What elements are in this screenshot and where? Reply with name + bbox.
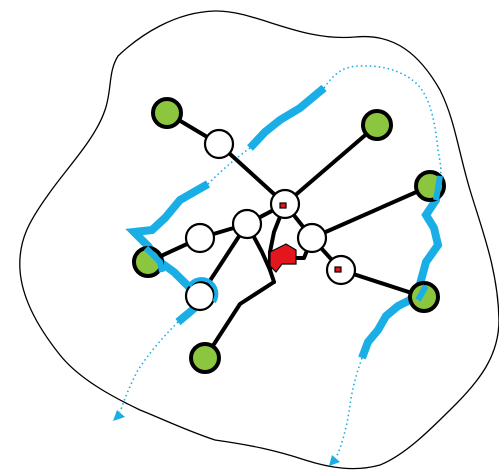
flow-segments: [125, 84, 444, 360]
terminal-node-south[interactable]: [189, 342, 221, 374]
terminal-node-ne[interactable]: [361, 109, 393, 141]
flow-dotted-left: [119, 321, 179, 413]
flow-overlay-se: [415, 284, 429, 302]
hub-node-lower-left[interactable]: [184, 280, 216, 312]
flow-segment-top: [247, 84, 327, 151]
edge-east-terminal-right-hub: [310, 184, 432, 240]
terminal-node-se[interactable]: [408, 281, 440, 313]
flow-arrowhead-bottom: [329, 455, 340, 466]
hub-node-right[interactable]: [296, 222, 328, 254]
flow-dotted-bottom: [335, 357, 363, 459]
edge-red-to-south-terminal: [203, 280, 276, 360]
red-markers: [269, 202, 342, 273]
flow-dotted-paths: [119, 65, 442, 459]
red-mark-small: [334, 266, 342, 273]
flow-ring-accent: [187, 277, 219, 304]
edge-mid-hub-to-red: [245, 222, 276, 284]
terminal-node-nw[interactable]: [151, 97, 183, 129]
hub-node-left[interactable]: [184, 222, 216, 254]
hub-node-mid[interactable]: [231, 208, 263, 240]
flow-overlays: [143, 175, 443, 302]
flow-dotted-link: [207, 147, 251, 185]
hub-node-upper[interactable]: [203, 128, 235, 160]
edge-ne-terminal-center: [283, 123, 379, 206]
terminal-nodes: [132, 97, 446, 374]
boundary-outline: [19, 10, 499, 470]
flow-overlay-west: [143, 245, 165, 273]
red-block-icon: [269, 243, 297, 273]
flow-overlay-east: [433, 175, 443, 201]
flow-segment-right: [358, 175, 444, 360]
red-mark-center: [279, 202, 287, 209]
flow-arrowhead-left: [113, 410, 125, 421]
